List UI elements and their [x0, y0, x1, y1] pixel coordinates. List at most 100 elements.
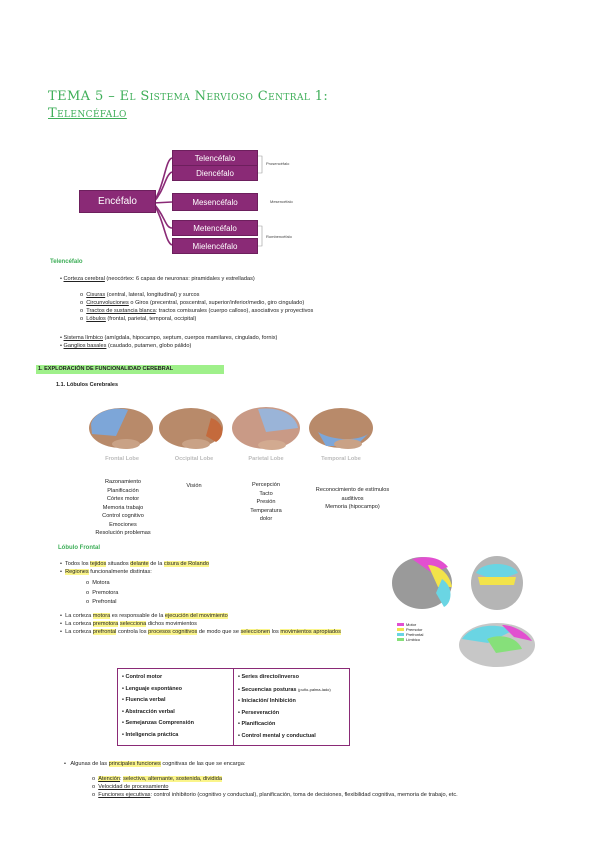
t: Abstracción verbal [125, 708, 175, 715]
test-item: • Secuencias posturas (puño-palma-lado) [238, 686, 331, 693]
diagram-root-encefalo: Encéfalo [79, 190, 156, 213]
test-item: • Abstracción verbal [122, 708, 175, 715]
t: Iniciación/ Inhibición [241, 698, 296, 704]
t: los [270, 628, 281, 635]
funcion-ejecutivas: o Funciones ejecutivas: control inhibito… [92, 792, 458, 798]
function-item: Razonamiento [104, 479, 142, 485]
test-item: • Control motor [122, 674, 163, 680]
test-item: • Fluencia verbal [122, 697, 166, 703]
t: Motora [92, 580, 110, 586]
t: principales funciones [108, 761, 161, 767]
section1-heading: 1. EXPLORACIÓN DE FUNCIONALIDAD CEREBRAL [36, 365, 224, 374]
corteza-term: Corteza cerebral [63, 276, 105, 282]
function-item: Tacto [259, 490, 273, 497]
legend-label: Límbico [406, 637, 421, 642]
test-item: • Control mental y conductual [238, 732, 316, 739]
frontal-list: • Todos los tejidos situados delante de … [60, 560, 380, 636]
function-item: Presión [256, 499, 276, 505]
frontal-item-premotora: • La corteza premotora selecciona dichos… [60, 620, 197, 627]
occipital-functions: Visión [164, 482, 224, 491]
t: cisura de Rolando [163, 561, 209, 567]
t: Control motor [125, 674, 163, 680]
sub-desc: (central, lateral, longitudinal) y surco… [105, 292, 200, 298]
frontal-heading: Lóbulo Frontal [58, 545, 100, 551]
t: funcionalmente distintas: [88, 569, 152, 575]
t: : control inhibitorio (cognitivo y condu… [150, 792, 458, 798]
limbico-ganglios-list: • Sistema límbico (amígdala, hipocampo, … [60, 334, 560, 350]
frontal-item-tejidos: • Todos los tejidos situados delante de … [60, 561, 209, 567]
legend-label: Prefrontal [406, 632, 424, 637]
function-item: dolor [259, 516, 273, 522]
node-mesencefalo: Mesencéfalo [172, 193, 258, 211]
function-item: Percepción [252, 482, 280, 488]
function-item: Reconocimiento de estímulos auditivos [315, 487, 390, 502]
legend-item: Premotor [397, 627, 423, 632]
legend-swatch [397, 623, 404, 627]
t: La corteza [65, 620, 93, 627]
page-title: TEMA 5 – El Sistema Nervioso Central 1: … [48, 88, 328, 122]
group-rombencefalo: Rombencéfalo [266, 234, 292, 239]
corteza-sublist: o Cisuras (central, lateral, longitudina… [80, 291, 560, 323]
sub-term: Circunvoluciones [86, 300, 129, 306]
ganglios-term: Ganglios basales [63, 343, 107, 349]
t: Inteligencia práctica [125, 731, 179, 738]
legend-swatch [397, 638, 404, 642]
sub-term: Tractos de sustancia blanca [86, 308, 156, 314]
brain-lateral-image [392, 557, 452, 609]
lobe-name-parietal: Parietal Lobe [248, 456, 284, 462]
legend-swatch [397, 633, 404, 637]
legend-label: Motor [406, 622, 417, 627]
corteza-desc: (neocórtex: 6 capas de neuronas: piramid… [104, 276, 255, 282]
sub-term: Cisuras [86, 292, 106, 298]
t: Todos los [64, 561, 91, 567]
function-item: Memoria trabajo [102, 504, 144, 511]
t: Premotora [92, 589, 119, 596]
t: de modo que se [197, 628, 241, 635]
section1-subheading: 1.1. Lóbulos Cerebrales [56, 382, 119, 388]
function-item: Visión [186, 483, 202, 489]
funciones-intro: • Algunas de las principales funciones c… [64, 761, 246, 767]
funcion-velocidad: o Velocidad de procesamiento [92, 784, 169, 790]
telencefalo-heading: Telencéfalo [50, 259, 83, 265]
lobe-name-occipital: Occipital Lobe [174, 456, 214, 462]
tests-left-column: • Control motor • Lenguaje espontáneo • … [118, 669, 233, 745]
region-item: o Premotora [86, 589, 119, 596]
test-item: • Series directo/inverso [238, 674, 299, 680]
brain-medial-image [459, 623, 535, 667]
t: seleccionen [240, 628, 271, 635]
limbico-item: • Sistema límbico (amígdala, hipocampo, … [60, 335, 278, 341]
encefalo-diagram-lines [152, 155, 263, 247]
t: Atención [98, 776, 121, 782]
t: selecciona [119, 620, 147, 627]
sub-desc: : tractos comisurales (cuerpo calloso), … [155, 308, 314, 314]
function-item: Planificación [107, 487, 139, 494]
t: Control mental y conductual [241, 732, 316, 739]
region-item: o Motora [86, 580, 110, 586]
t: procesos cognitivos [148, 628, 198, 635]
t: La corteza [65, 628, 93, 635]
function-item: Control cognitivo [102, 513, 144, 519]
t: : [120, 776, 124, 782]
t: Velocidad de procesamiento [98, 784, 169, 790]
legend-item: Prefrontal [397, 632, 423, 637]
lobe-name-frontal: Frontal Lobe [105, 456, 139, 462]
t: controla los [116, 628, 149, 635]
test-item: • Perseveración [238, 709, 280, 716]
t: Prefrontal [92, 599, 117, 605]
title-line2: Telencéfalo [48, 106, 127, 121]
sub-desc: o Giros (precentral, poscentral, superio… [128, 300, 305, 306]
t: Planificación [241, 721, 276, 727]
t: motora [92, 612, 111, 619]
node-diencefalo: Diencéfalo [172, 165, 258, 181]
t: situados [106, 561, 131, 567]
sub-item-tractos: o Tractos de sustancia blanca: tractos c… [80, 308, 314, 314]
frontal-tests-table: • Control motor • Lenguaje espontáneo • … [117, 668, 350, 746]
funciones-sublist: o Atención: selectiva, alternante, soste… [92, 775, 512, 799]
t: prefrontal [92, 628, 117, 635]
legend-item: Motor [397, 622, 423, 627]
t: Perseveración [241, 709, 280, 716]
parietal-functions: Percepción Tacto Presión Temperatura dol… [236, 481, 296, 524]
test-item: • Lenguaje espontáneo [122, 685, 183, 692]
t: cognitivas de las que se encarga: [160, 761, 246, 767]
legend-swatch [397, 628, 404, 632]
